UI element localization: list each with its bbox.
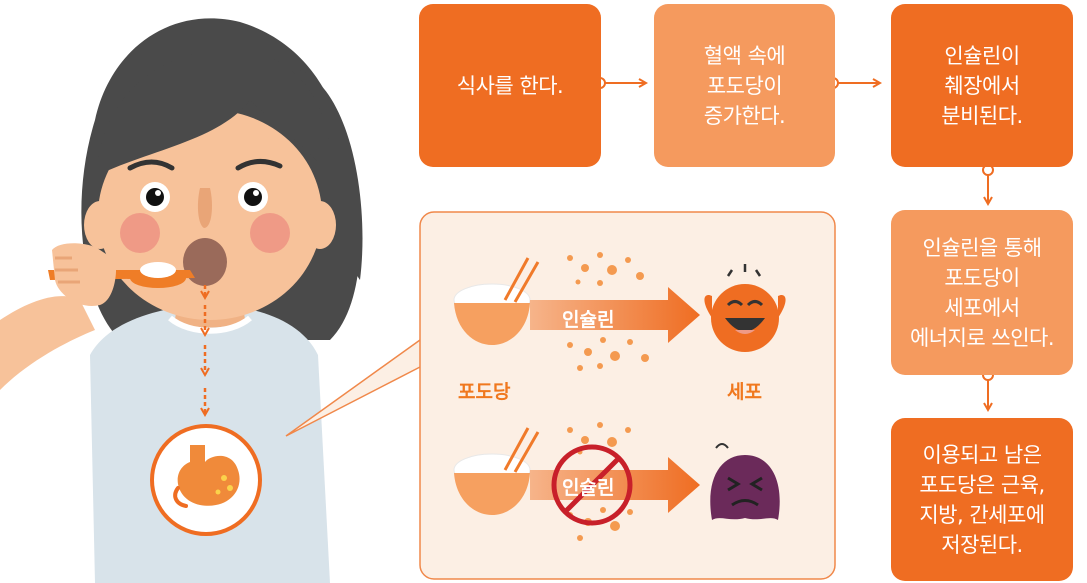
girl-illustration [0, 18, 363, 583]
flow-step-eat: 식사를 한다. [419, 4, 601, 167]
insulin-label: 인슐린 [562, 305, 614, 332]
flow-step-insulin: 인슐린이 췌장에서 분비된다. [891, 4, 1073, 167]
flow-step-energy: 인슐린을 통해 포도당이 세포에서 에너지로 쓰인다. [891, 210, 1073, 375]
cell-label: 세포 [727, 377, 762, 404]
flow-step-storage: 이용되고 남은 포도당은 근육, 지방, 간세포에 저장된다. [891, 418, 1073, 581]
glucose-label: 포도당 [458, 377, 510, 404]
insulin-label-blocked: 인슐린 [562, 473, 614, 500]
flow-step-glucose: 혈액 속에 포도당이 증가한다. [654, 4, 835, 167]
